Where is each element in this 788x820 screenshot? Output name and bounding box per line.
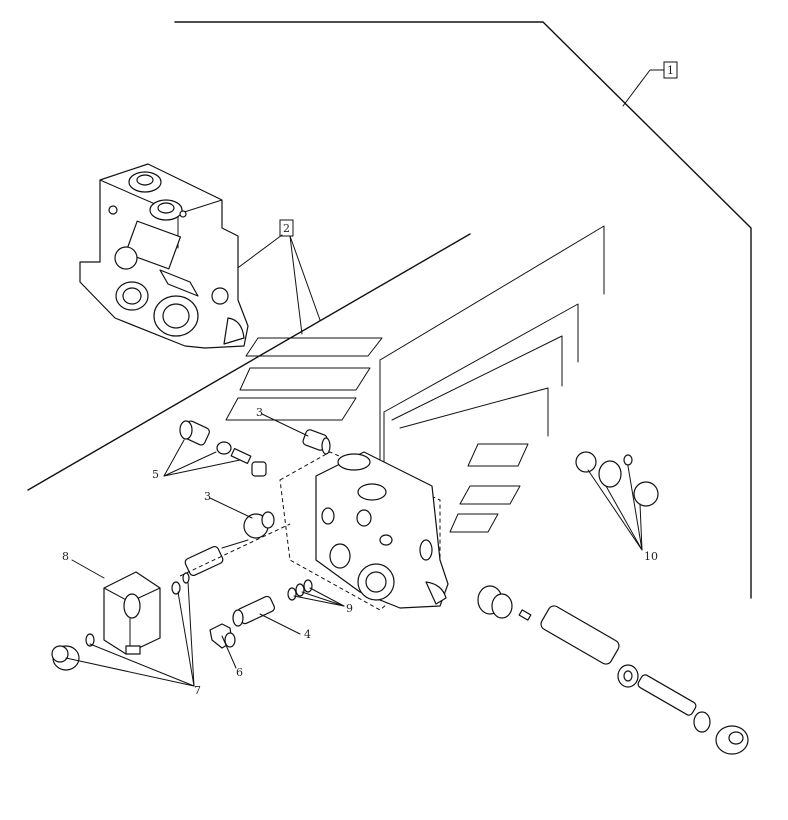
callout-4[interactable]: 4: [304, 628, 311, 641]
plug-upper: [302, 429, 331, 455]
retaining-clip: [209, 623, 236, 649]
callout-3-upper[interactable]: 3: [256, 406, 263, 419]
callout-5[interactable]: 5: [152, 468, 159, 481]
spool-assembly: [477, 585, 749, 755]
solenoid-cartridge: [179, 523, 291, 577]
callout-2-label: 2: [283, 222, 290, 235]
assembly-frame: [27, 21, 752, 599]
callout-10[interactable]: 10: [644, 550, 658, 563]
solenoid-coil: [103, 571, 161, 655]
construction-lines: [225, 225, 605, 533]
seal-kit: [575, 451, 659, 507]
plug-lower: [243, 511, 275, 539]
callout-9[interactable]: 9: [346, 602, 353, 615]
o-ring-set: [287, 579, 313, 601]
valve-block-assembly: [79, 163, 249, 349]
callout-1[interactable]: 1: [622, 61, 678, 107]
valve-body-section: [279, 451, 449, 611]
callout-1-label: 1: [667, 64, 674, 77]
relief-set: [179, 420, 267, 477]
callout-8[interactable]: 8: [62, 550, 69, 563]
callout-2[interactable]: 2: [207, 219, 321, 335]
callout-6[interactable]: 6: [236, 666, 243, 679]
sensor-switch: [232, 595, 275, 627]
callout-7[interactable]: 7: [194, 684, 201, 697]
callout-3-lower[interactable]: 3: [204, 490, 211, 503]
leader-lines: [65, 413, 643, 687]
